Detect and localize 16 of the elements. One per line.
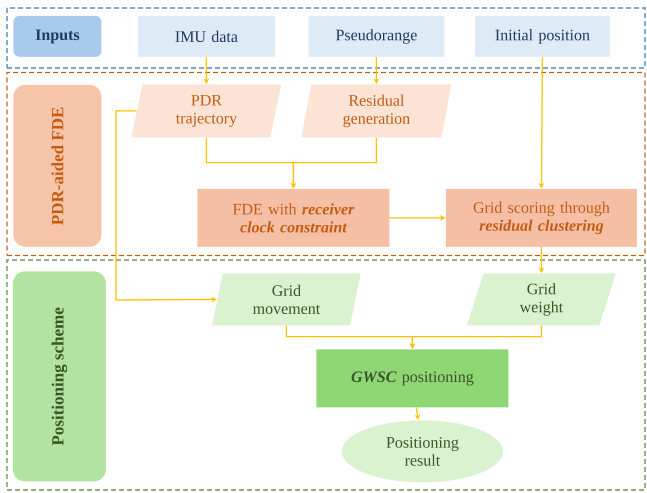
dashed-region bbox=[6, 259, 646, 491]
section-label: Positioning scheme bbox=[12, 271, 106, 482]
dashed-region bbox=[6, 7, 646, 69]
input-box: IMU data bbox=[138, 16, 275, 57]
input-box: Pseudorange bbox=[308, 16, 444, 57]
process-box: GWSC positioning bbox=[316, 349, 508, 408]
data-parallelogram: Grid weight bbox=[466, 273, 616, 326]
input-box: Initial position bbox=[474, 16, 610, 57]
data-parallelogram: PDR trajectory bbox=[131, 84, 282, 138]
process-box: Grid scoring through residual clustering bbox=[446, 188, 637, 247]
process-box: FDE with receiver clock constraint bbox=[197, 188, 390, 247]
dashed-region bbox=[6, 72, 646, 256]
data-parallelogram: Grid movement bbox=[212, 273, 361, 326]
section-label: PDR-aided FDE bbox=[13, 84, 102, 247]
section-label: Inputs bbox=[13, 16, 102, 57]
data-parallelogram: Residual generation bbox=[301, 84, 452, 138]
